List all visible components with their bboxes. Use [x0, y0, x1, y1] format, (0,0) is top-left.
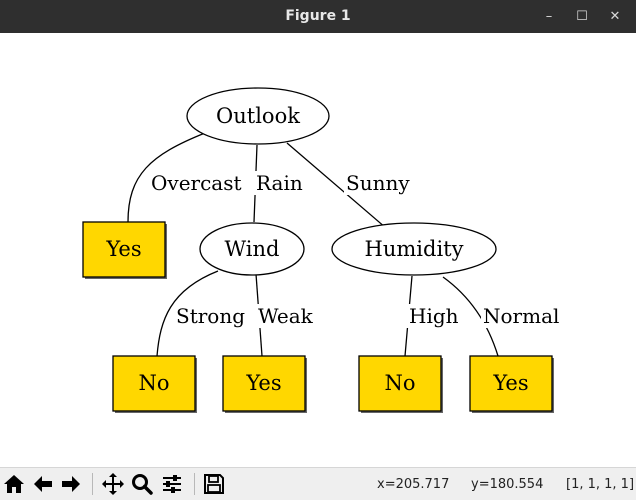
home-icon — [4, 475, 24, 493]
back-arrow-icon — [34, 476, 52, 492]
configure-subplots-button[interactable] — [159, 471, 185, 497]
decision-tree-plot: Outlook Wind Humidity Yes No Yes No Yes … — [82, 87, 567, 413]
edge-normal — [442, 276, 499, 357]
toolbar-separator — [194, 473, 195, 495]
leaf-no-high — [358, 355, 443, 413]
save-icon — [204, 474, 224, 494]
edge-strong — [156, 270, 219, 357]
leaf-no-strong — [112, 355, 197, 413]
edge-label-rain: Rain — [256, 171, 303, 195]
pan-icon — [102, 473, 124, 495]
edge-label-sunny: Sunny — [346, 171, 410, 195]
home-button[interactable] — [1, 471, 27, 497]
subplots-config-icon — [163, 475, 181, 493]
leaf-no-high-label: No — [384, 371, 415, 395]
navigation-toolbar: x=205.717 y=180.554 [1, 1, 1, 1] — [0, 467, 636, 500]
forward-arrow-icon — [62, 476, 80, 492]
node-wind — [199, 222, 305, 276]
toolbar-separator — [92, 473, 93, 495]
edge-label-normal: Normal — [483, 304, 559, 328]
figure-canvas[interactable]: Outlook Wind Humidity Yes No Yes No Yes … — [0, 33, 636, 467]
leaf-yes-overcast-label: Yes — [105, 237, 141, 261]
node-outlook-label: Outlook — [216, 104, 300, 128]
cursor-x-readout: x=205.717 — [377, 477, 450, 492]
edge-overcast — [127, 132, 206, 223]
minimize-button[interactable]: – — [545, 9, 553, 24]
leaf-yes-overcast — [82, 221, 167, 279]
leaf-yes-weak-label: Yes — [245, 371, 281, 395]
edge-label-weak: Weak — [258, 304, 314, 328]
forward-button[interactable] — [58, 471, 84, 497]
node-humidity-label: Humidity — [365, 237, 464, 261]
window-titlebar: Figure 1 – ☐ ✕ — [0, 0, 636, 33]
leaf-yes-weak — [222, 355, 307, 413]
pixel-value-readout: [1, 1, 1, 1] — [566, 477, 635, 492]
pan-button[interactable] — [100, 471, 126, 497]
save-button[interactable] — [201, 471, 227, 497]
edge-sunny — [286, 142, 387, 229]
window-title: Figure 1 — [285, 8, 351, 24]
edge-label-high: High — [409, 304, 459, 328]
edge-label-overcast: Overcast — [151, 171, 242, 195]
node-humidity — [331, 222, 497, 276]
back-button[interactable] — [30, 471, 56, 497]
node-wind-label: Wind — [225, 237, 280, 261]
close-button[interactable]: ✕ — [609, 9, 621, 24]
node-outlook — [186, 87, 330, 145]
maximize-button[interactable]: ☐ — [576, 9, 588, 24]
leaf-yes-normal-label: Yes — [492, 371, 528, 395]
zoom-icon — [132, 474, 153, 495]
leaf-no-strong-label: No — [138, 371, 169, 395]
cursor-y-readout: y=180.554 — [471, 477, 544, 492]
zoom-button[interactable] — [129, 471, 155, 497]
edge-label-strong: Strong — [176, 304, 245, 328]
leaf-yes-normal — [469, 355, 554, 413]
